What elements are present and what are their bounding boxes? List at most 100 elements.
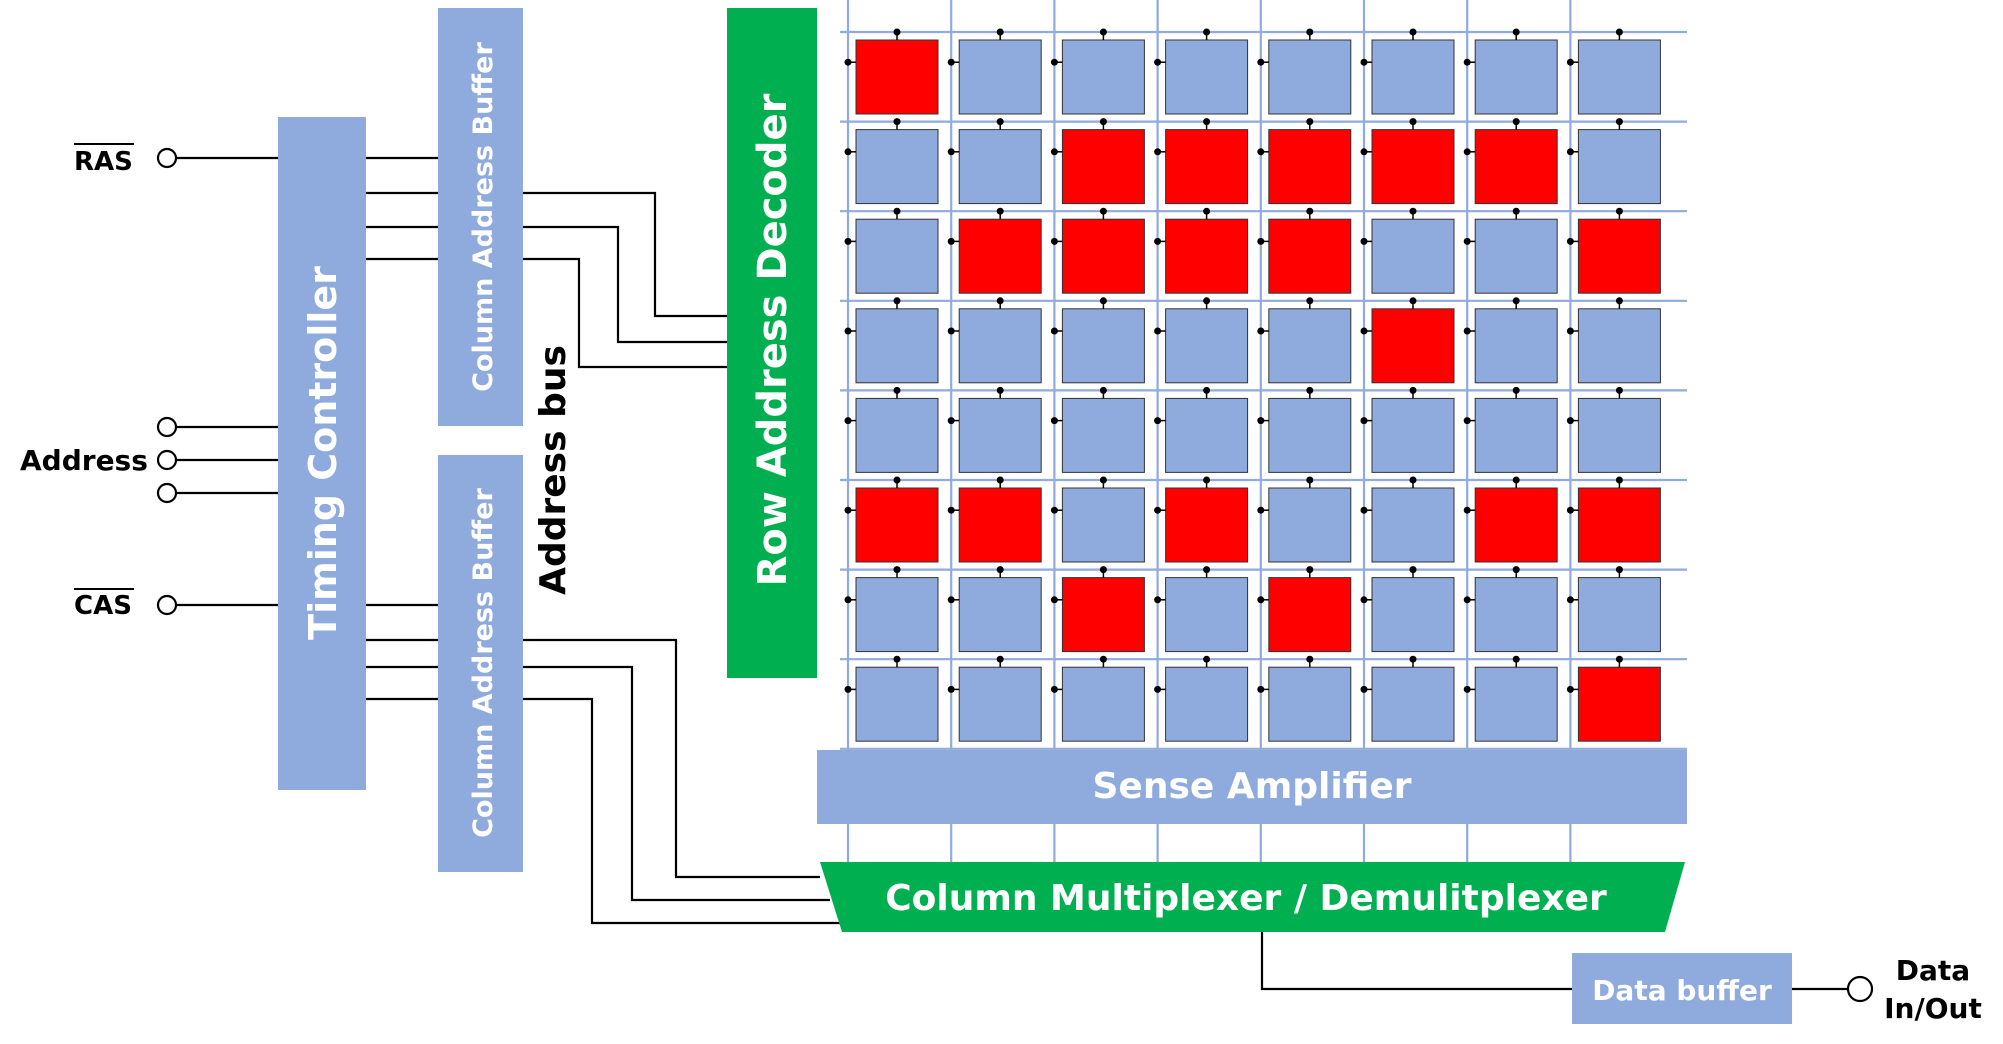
cell-gate-node bbox=[1512, 566, 1520, 574]
cell-bit-node bbox=[947, 417, 955, 425]
memory-cell-set bbox=[855, 487, 939, 563]
data-buffer: Data buffer bbox=[1572, 953, 1792, 1024]
data-io-pin[interactable] bbox=[1846, 975, 1874, 1003]
column-address-buffer-bottom-label: Column Address Buffer bbox=[468, 488, 499, 838]
timing-controller: Timing Controller bbox=[278, 117, 366, 790]
memory-cell-clear bbox=[855, 577, 939, 653]
memory-cell-clear bbox=[1577, 577, 1661, 653]
cell-bit-node bbox=[844, 685, 852, 693]
cell-gate-node bbox=[1615, 386, 1623, 394]
cell-gate-node bbox=[1203, 386, 1211, 394]
cell-gate-node bbox=[1512, 476, 1520, 484]
cell-bit-node bbox=[1566, 58, 1574, 66]
memory-cell-clear bbox=[1371, 39, 1455, 115]
cell-bit-node bbox=[1566, 506, 1574, 514]
cas-label: CAS bbox=[74, 591, 132, 621]
sense-amplifier-label: Sense Amplifier bbox=[1092, 766, 1411, 807]
address-pin-2[interactable] bbox=[156, 449, 178, 471]
cell-bit-node bbox=[1050, 596, 1058, 604]
cell-gate-node bbox=[1203, 655, 1211, 663]
cell-gate-node bbox=[1203, 207, 1211, 215]
address-bus-label: Address bus bbox=[533, 345, 574, 595]
memory-cell-clear bbox=[1577, 397, 1661, 473]
memory-cells bbox=[844, 28, 1661, 742]
address-pin-1[interactable] bbox=[156, 416, 178, 438]
memory-cell-clear bbox=[1577, 129, 1661, 205]
data-buffer-label: Data buffer bbox=[1592, 974, 1772, 1007]
cell-gate-node bbox=[893, 28, 901, 36]
cell-gate-node bbox=[1409, 297, 1417, 305]
cell-gate-node bbox=[1306, 118, 1314, 126]
address-pin-3[interactable] bbox=[156, 482, 178, 504]
cell-bit-node bbox=[1566, 417, 1574, 425]
cell-bit-node bbox=[947, 327, 955, 335]
memory-cell-set bbox=[855, 39, 939, 115]
memory-cell-clear bbox=[1268, 397, 1352, 473]
bitline-connectors bbox=[846, 824, 1572, 862]
cell-gate-node bbox=[1615, 118, 1623, 126]
ras-input: RAS bbox=[74, 143, 278, 177]
cell-bit-node bbox=[1463, 58, 1471, 66]
cell-gate-node bbox=[996, 386, 1004, 394]
memory-cell-clear bbox=[1061, 308, 1145, 384]
memory-cell-clear bbox=[855, 129, 939, 205]
memory-cell-clear bbox=[1577, 308, 1661, 384]
memory-cell-clear bbox=[958, 129, 1042, 205]
cell-bit-node bbox=[1463, 596, 1471, 604]
memory-cell-set bbox=[1371, 308, 1455, 384]
memory-cell-clear bbox=[1268, 487, 1352, 563]
cell-bit-node bbox=[1154, 596, 1162, 604]
cell-bit-node bbox=[844, 506, 852, 514]
cell-gate-node bbox=[1099, 118, 1107, 126]
memory-cell-set bbox=[1577, 487, 1661, 563]
cell-bit-node bbox=[844, 237, 852, 245]
cell-bit-node bbox=[947, 237, 955, 245]
cell-bit-node bbox=[1360, 327, 1368, 335]
memory-cell-clear bbox=[958, 666, 1042, 742]
memory-cell-clear bbox=[1577, 39, 1661, 115]
cell-bit-node bbox=[947, 596, 955, 604]
cell-gate-node bbox=[1306, 386, 1314, 394]
memory-cell-set bbox=[1474, 487, 1558, 563]
timing-controller-label: Timing Controller bbox=[301, 266, 345, 640]
cell-gate-node bbox=[1615, 476, 1623, 484]
memory-cell-clear bbox=[1165, 577, 1249, 653]
column-multiplexer: Column Multiplexer / Demulitplexer bbox=[820, 862, 1685, 932]
sense-amplifier: Sense Amplifier bbox=[817, 750, 1687, 824]
cell-gate-node bbox=[1512, 118, 1520, 126]
row-address-decoder: Row Address Decoder bbox=[727, 8, 817, 678]
address-bus-wiring bbox=[523, 191, 1848, 991]
cell-bit-node bbox=[947, 148, 955, 156]
cell-bit-node bbox=[1154, 506, 1162, 514]
cell-bit-node bbox=[1050, 327, 1058, 335]
cell-bit-node bbox=[1566, 596, 1574, 604]
cas-pin[interactable] bbox=[156, 594, 178, 616]
address-label: Address bbox=[20, 444, 148, 477]
cell-gate-node bbox=[893, 297, 901, 305]
cell-bit-node bbox=[1050, 417, 1058, 425]
cell-gate-node bbox=[1203, 118, 1211, 126]
ras-pin[interactable] bbox=[156, 147, 178, 169]
cell-gate-node bbox=[1306, 566, 1314, 574]
data-io-label-line2: In/Out bbox=[1884, 992, 1982, 1025]
memory-cell-clear bbox=[1474, 397, 1558, 473]
memory-cell-set bbox=[1165, 129, 1249, 205]
row-address-decoder-label: Row Address Decoder bbox=[750, 93, 796, 586]
cell-gate-node bbox=[996, 655, 1004, 663]
cell-bit-node bbox=[1360, 148, 1368, 156]
memory-cell-set bbox=[1165, 218, 1249, 294]
cell-gate-node bbox=[1615, 297, 1623, 305]
array-grid-lines bbox=[840, 0, 1687, 750]
memory-cell-clear bbox=[958, 397, 1042, 473]
cell-bit-node bbox=[1360, 596, 1368, 604]
memory-cell-clear bbox=[1371, 666, 1455, 742]
cell-gate-node bbox=[1409, 655, 1417, 663]
memory-cell-clear bbox=[1371, 397, 1455, 473]
cell-bit-node bbox=[844, 327, 852, 335]
cell-gate-node bbox=[1409, 28, 1417, 36]
cell-bit-node bbox=[1463, 685, 1471, 693]
cell-gate-node bbox=[1203, 297, 1211, 305]
cell-bit-node bbox=[1050, 685, 1058, 693]
cell-gate-node bbox=[1099, 566, 1107, 574]
